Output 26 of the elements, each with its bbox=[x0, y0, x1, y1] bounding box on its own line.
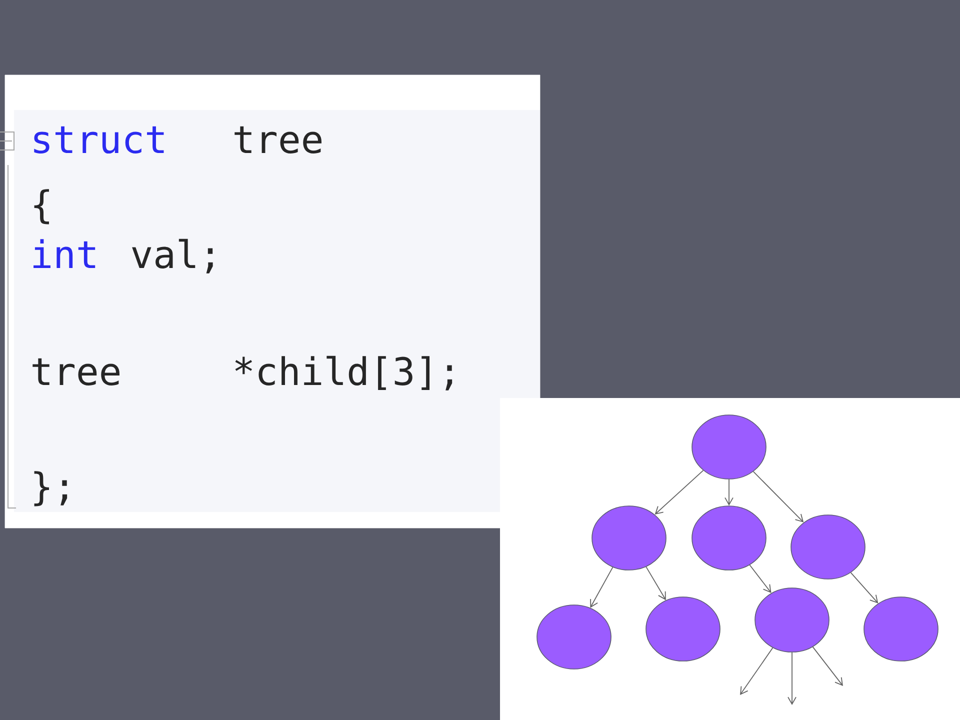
tree-node bbox=[692, 414, 766, 480]
arrow bbox=[646, 566, 666, 600]
code-text: tree bbox=[234, 126, 322, 154]
code-text: tree bbox=[32, 358, 120, 386]
code-keyword: int bbox=[34, 239, 96, 268]
code-text: val; bbox=[132, 238, 213, 274]
tree-node bbox=[754, 588, 830, 652]
tree-node bbox=[592, 506, 666, 570]
tree-node bbox=[790, 514, 866, 580]
code-text: { bbox=[34, 189, 49, 224]
tree-node bbox=[536, 604, 612, 670]
arrow bbox=[850, 572, 878, 604]
arrow bbox=[788, 652, 796, 706]
arrow bbox=[749, 564, 772, 594]
arrow bbox=[724, 478, 734, 506]
code-keyword: struct bbox=[34, 126, 164, 154]
arrow bbox=[812, 646, 844, 686]
tree-node bbox=[864, 596, 938, 662]
arrow bbox=[752, 471, 804, 522]
arrow bbox=[740, 647, 774, 695]
arrow bbox=[590, 566, 614, 608]
code-text: }; bbox=[34, 471, 68, 506]
tree-node bbox=[646, 596, 720, 662]
arrow bbox=[654, 470, 704, 515]
code-text: *child[3]; bbox=[235, 356, 452, 390]
tree-node bbox=[692, 506, 766, 570]
